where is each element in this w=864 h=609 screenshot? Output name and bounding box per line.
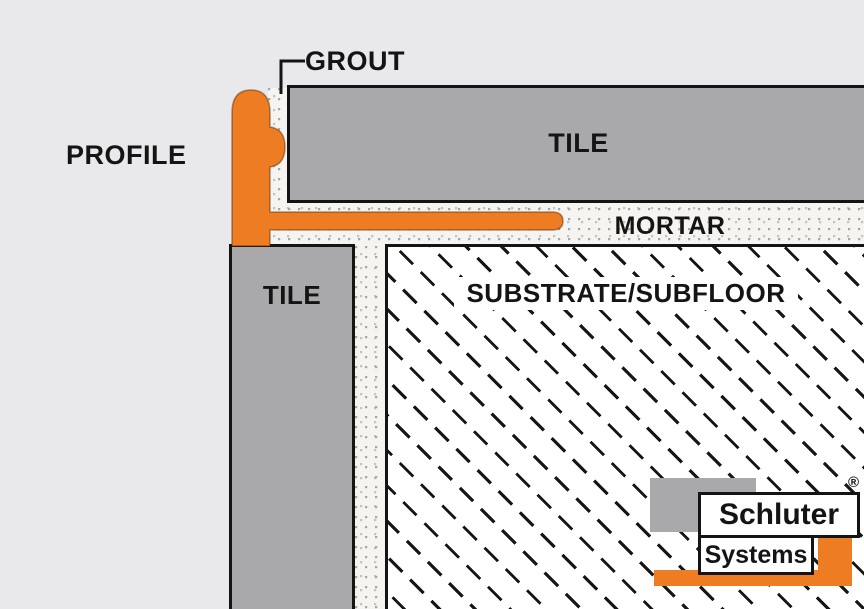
logo-wordmark-systems: Systems [698,535,814,575]
wall-tile-region: TILE [229,244,355,609]
schluter-systems-logo: Schluter Systems ® [648,474,864,588]
tile-left-label: TILE [262,280,322,310]
mortar-label: MORTAR [614,212,726,240]
grout-label: GROUT [305,46,405,76]
substrate-label: SUBSTRATE/SUBFLOOR [454,277,798,310]
logo-text-line1: Schluter [718,498,840,531]
logo-wordmark-schluter: Schluter [698,492,860,538]
tile-top-region: TILE [287,85,864,203]
logo-text-line2: Systems [704,540,808,569]
tile-top-label: TILE [548,128,609,159]
profile-label: PROFILE [66,140,187,170]
registered-trademark-mark: ® [848,474,860,491]
wall-mortar-strip [355,246,385,609]
